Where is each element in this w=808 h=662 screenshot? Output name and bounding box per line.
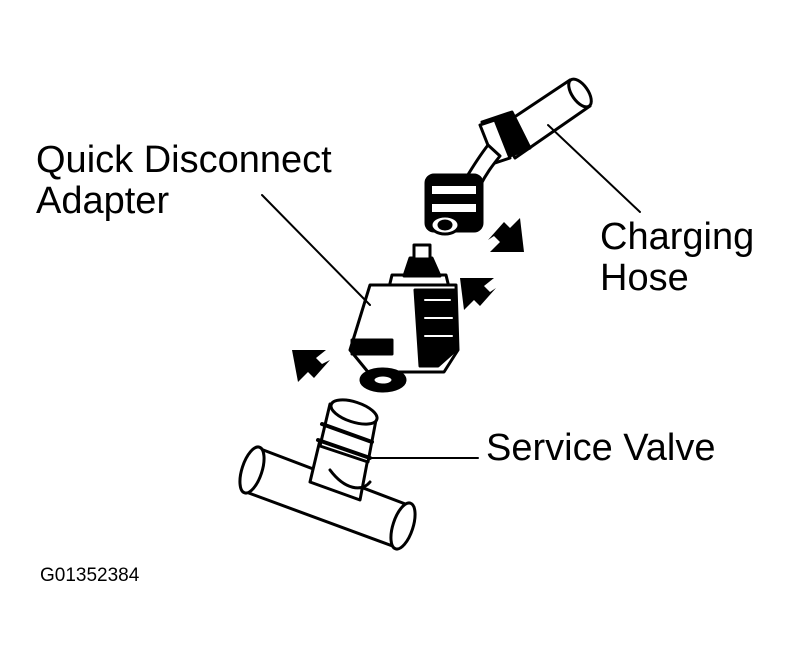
- arrows: [292, 218, 524, 382]
- leader-lines: [261, 124, 641, 459]
- arrow-down-right: [488, 218, 524, 252]
- arrow-down-left: [292, 350, 330, 382]
- service-valve: [238, 398, 417, 551]
- figure-id: G01352384: [40, 565, 140, 586]
- label-quick-disconnect-line2: Adapter: [36, 180, 170, 223]
- label-quick-disconnect-adapter: Quick Disconnect Adapter: [36, 139, 332, 223]
- leader-charging-hose: [547, 124, 641, 213]
- label-quick-disconnect-line1: Quick Disconnect: [36, 139, 332, 181]
- label-charging-hose-line2: Hose: [600, 257, 689, 300]
- label-charging-hose-line1: Charging: [600, 216, 755, 258]
- charging-hose: [424, 77, 593, 236]
- leader-quick-disconnect: [261, 194, 371, 306]
- arrow-up-left: [460, 278, 496, 310]
- label-service-valve: Service Valve: [486, 427, 716, 469]
- hose-coupler: [424, 173, 484, 236]
- quick-disconnect-adapter: [348, 243, 460, 393]
- label-charging-hose: Charging Hose: [600, 216, 755, 300]
